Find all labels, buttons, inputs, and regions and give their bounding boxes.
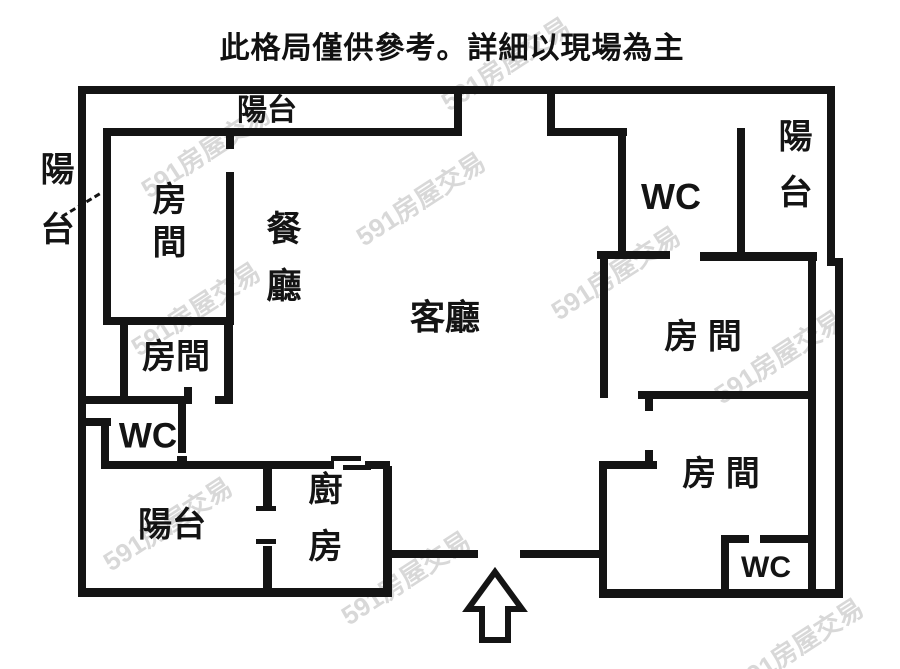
wall-wc-tr-right <box>737 128 745 260</box>
wall-bed-l2-right-foot <box>215 396 233 404</box>
page-title: 此格局僅供參考。詳細以現場為主 <box>219 32 685 65</box>
wall-stub-left <box>454 92 462 136</box>
wall-bed-tr-bottom <box>638 391 810 399</box>
room-label-balcony-bottom-left: 陽台 <box>138 506 206 544</box>
wall-entry-right <box>520 550 607 558</box>
wall-outer-left <box>78 86 86 597</box>
room-label-bedroom-bottom-right: 房 間 <box>682 455 760 493</box>
wall-wc-tr-left <box>618 128 626 259</box>
room-label-wc-left: WC <box>118 416 178 456</box>
wall-wc-br-top-a <box>721 535 749 543</box>
wall-bed-tr-top-a <box>597 251 670 259</box>
room-label-kitchen: 廚房 <box>303 471 341 585</box>
wall-wc-l-top-stub <box>184 387 192 398</box>
room-label-balcony-top: 陽台 <box>237 94 297 127</box>
room-label-bedroom-top-right: 房 間 <box>664 318 742 356</box>
wall-kitchen-top-right <box>365 461 390 469</box>
wall-bed-br-left <box>599 461 607 598</box>
watermark: 591房屋交易 <box>335 525 476 631</box>
wall-bed-divider <box>103 317 233 325</box>
wall-bed-tl-right <box>226 172 234 325</box>
room-label-balcony-left: 陽台 <box>35 151 73 271</box>
wall-wc-l-notch-h <box>83 418 111 426</box>
room-label-bedroom-top-left: 房間 <box>147 181 185 267</box>
wall-bed-br-door-stub-upper <box>645 391 653 411</box>
wall-entry-left <box>388 550 478 558</box>
wall-balcony-left-inner <box>103 128 111 325</box>
wall-outer-right-lower <box>835 258 843 598</box>
door-mark <box>256 539 276 544</box>
wall-bed-br-door-stub-lower <box>645 450 653 469</box>
room-label-dining: 餐廳 <box>261 210 301 324</box>
wall-bed-l2-left <box>120 317 128 404</box>
entrance-arrow-icon <box>462 566 528 643</box>
room-label-wc-top-right: WC <box>641 176 701 217</box>
wall-kitchen-right <box>383 466 392 597</box>
wall-outer-top <box>82 86 834 94</box>
watermark: 591房屋交易 <box>350 146 491 252</box>
room-label-living: 客廳 <box>409 298 481 338</box>
wall-wc-l-notch-v <box>101 418 109 469</box>
wall-bed-right <box>808 252 816 598</box>
watermark: 591房屋交易 <box>728 592 869 669</box>
door-mark <box>256 506 276 511</box>
wall-outer-right-upper <box>827 86 835 266</box>
wall-balcony-right-bottom <box>700 252 817 261</box>
door-mark <box>331 456 361 461</box>
wall-wc-l-right <box>178 404 186 453</box>
wall-wc-l-top <box>83 396 192 404</box>
room-label-bedroom-left-small: 房間 <box>142 338 210 376</box>
wall-wc-br-left <box>721 535 729 597</box>
wall-wc-l-bottom-kitchen-top <box>101 461 334 469</box>
wall-balcony-bl-divider-lower <box>263 546 272 595</box>
wall-outer-bottom-left <box>78 588 392 597</box>
wall-bed-tr-left <box>600 251 608 398</box>
wall-stub-right <box>547 92 555 136</box>
room-label-balcony-right: 陽台 <box>773 118 811 230</box>
wall-bed-l2-right <box>224 317 233 397</box>
wall-balcony-top-inner-b <box>547 128 627 136</box>
watermark: 591房屋交易 <box>545 220 686 326</box>
wall-bed-br-top <box>599 461 657 469</box>
wall-wc-br-top-b <box>760 535 810 543</box>
wall-balcony-top-inner-a <box>103 128 461 136</box>
wall-balcony-bl-divider-upper <box>263 468 272 506</box>
room-label-wc-bottom-right: WC <box>741 551 791 584</box>
wall-door-landing <box>177 456 187 462</box>
door-mark <box>343 465 371 470</box>
wall-bed-tl-door-stub <box>226 133 234 149</box>
